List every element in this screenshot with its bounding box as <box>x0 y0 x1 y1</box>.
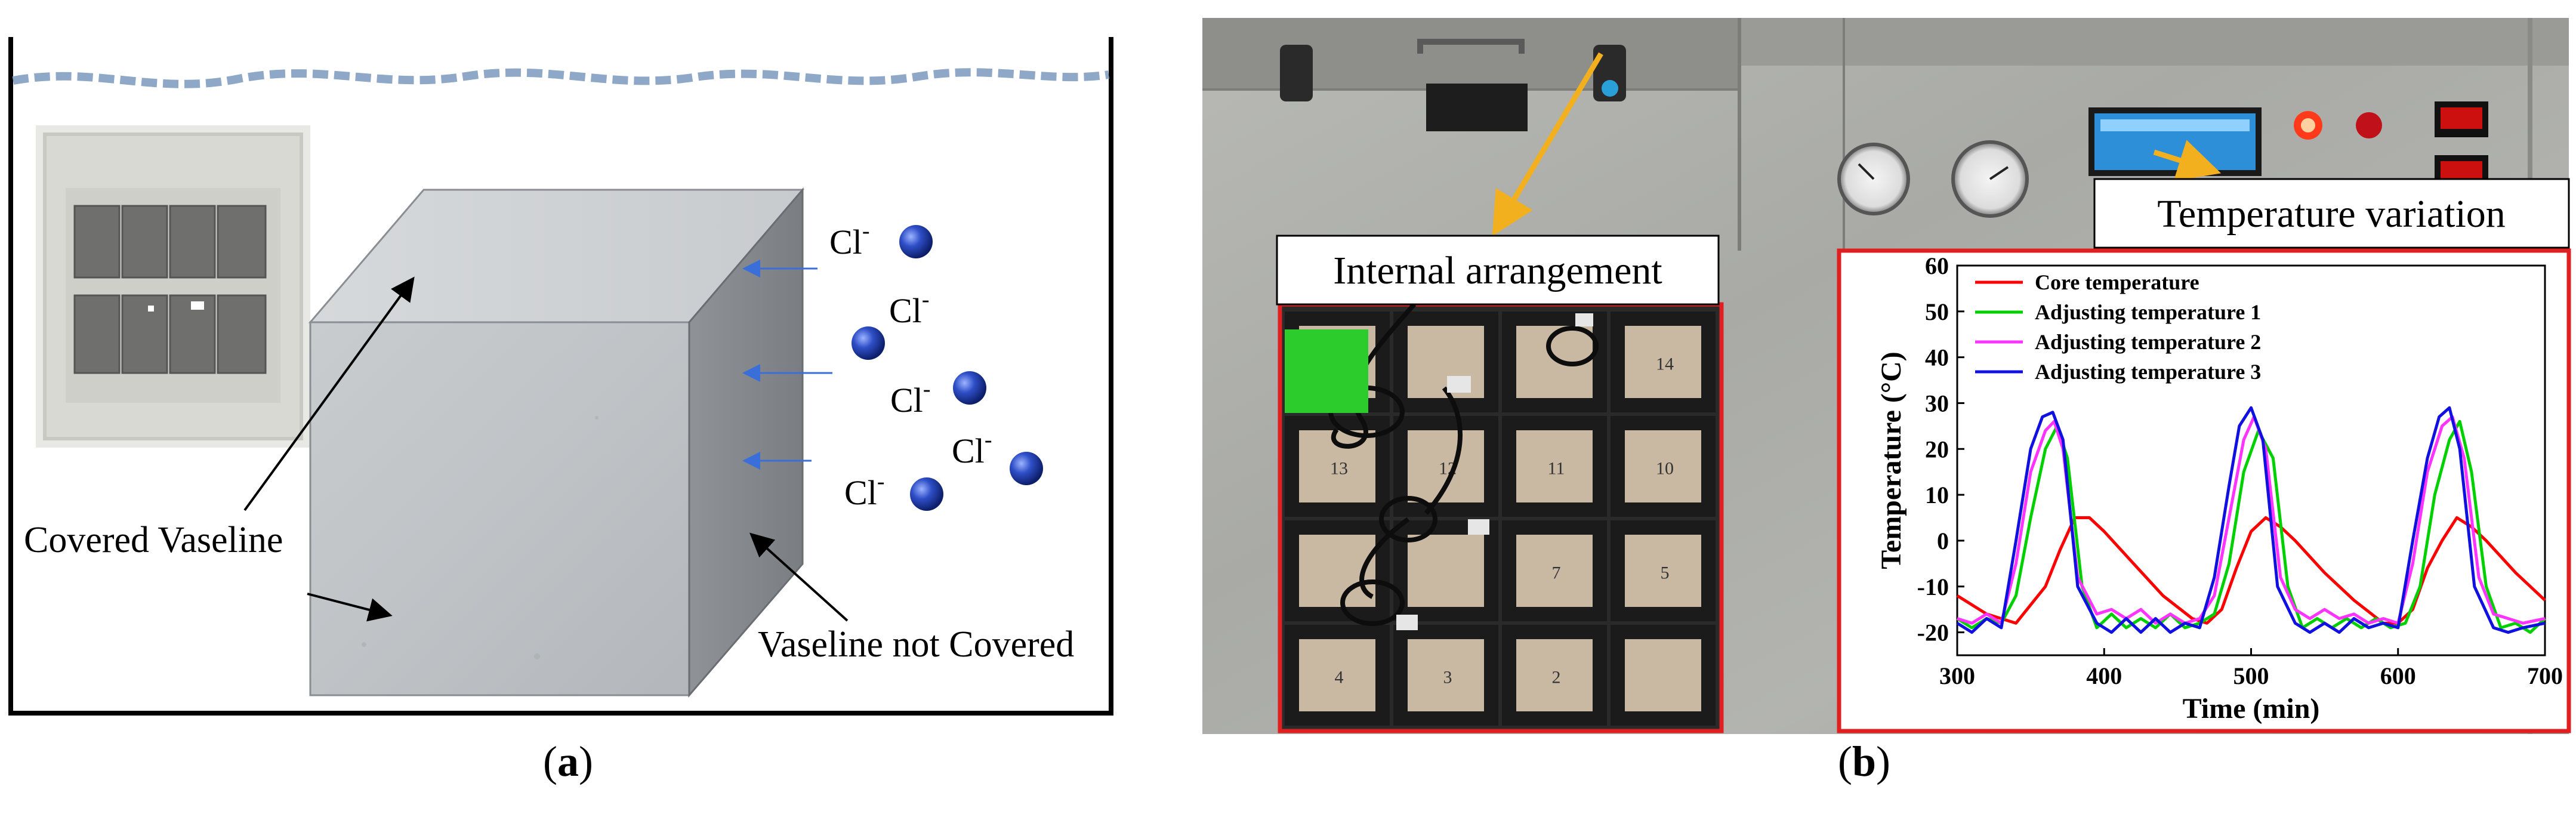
concrete-cube <box>308 187 805 698</box>
covered-arrow-bottom <box>307 593 393 622</box>
chloride-ion: Cl- <box>890 371 986 420</box>
y-tick-label: 50 <box>1925 298 1949 325</box>
y-tick-label: 60 <box>1925 252 1949 279</box>
label-temperature-variation: Temperature variation <box>2157 192 2506 236</box>
label-box-temp <box>2093 178 2570 249</box>
covered-arrow-top <box>243 276 415 511</box>
chloride-ions: Cl- Cl- Cl- Cl- Cl- <box>829 218 1043 512</box>
panel-b-figure: 16141312111075432 Internal arrangement <box>1202 18 2571 734</box>
specimen-box: 7 <box>1502 520 1607 621</box>
internal-arrangement-photo: 16141312111075432 <box>1278 302 1724 733</box>
specimen-box: 4 <box>1285 625 1390 726</box>
y-axis-label: Temperature (°C) <box>1875 352 1907 569</box>
y-tick-label: 20 <box>1925 436 1949 462</box>
series-line <box>1957 415 2546 625</box>
specimen-box: 2 <box>1502 625 1607 726</box>
y-tick-label: 10 <box>1925 482 1949 508</box>
label-internal-arrangement: Internal arrangement <box>1333 249 1662 292</box>
specimen-box: 11 <box>1502 416 1607 517</box>
specimen-number: 7 <box>1552 563 1561 583</box>
legend-label: Adjusting temperature 1 <box>2035 300 2261 324</box>
specimen-number: 4 <box>1335 668 1344 687</box>
specimen-boxes: 16141312111075432 <box>1285 312 1716 726</box>
panel-a-figure: Cl- Cl- Cl- Cl- Cl- Covered Vaseline Vas… <box>8 37 1113 716</box>
caption-a: (a) <box>543 738 593 785</box>
specimen-number: 2 <box>1552 668 1561 687</box>
legend-label: Adjusting temperature 3 <box>2035 360 2261 384</box>
pointer-arrow-screen <box>2153 140 2222 181</box>
specimen-box <box>1393 520 1498 621</box>
series-line <box>1956 420 2546 634</box>
specimen-box: 5 <box>1611 520 1716 621</box>
x-tick-label: 500 <box>2233 662 2269 689</box>
pointer-arrow-internal <box>1492 52 1603 236</box>
container <box>8 37 1113 716</box>
specimen-number: 10 <box>1656 459 1674 479</box>
panel-b: 16141312111075432 Internal arrangement <box>1187 0 2576 814</box>
y-tick-label: -10 <box>1917 574 1949 600</box>
chloride-ion: Cl- <box>852 287 929 360</box>
sensor-cables <box>1328 303 1599 626</box>
chloride-ion: Cl- <box>844 469 943 512</box>
specimen-number: 11 <box>1548 459 1565 479</box>
x-tick-label: 600 <box>2380 662 2416 689</box>
specimen-tray-photo <box>36 125 310 448</box>
chloride-ion: Cl- <box>829 218 933 261</box>
specimen-box <box>1393 312 1498 412</box>
label-box-internal <box>1276 235 1720 306</box>
chloride-ion: Cl- <box>952 427 1043 485</box>
specimen-box <box>1285 520 1390 621</box>
svg-text:Cl-: Cl- <box>890 377 930 420</box>
caption-b: (b) <box>1838 738 1891 785</box>
specimen-box: 14 <box>1611 312 1716 412</box>
svg-text:Cl-: Cl- <box>829 218 869 261</box>
svg-text:Cl-: Cl- <box>889 287 929 330</box>
specimen-box <box>1502 312 1607 412</box>
specimen-box <box>1611 625 1716 726</box>
svg-text:Cl-: Cl- <box>844 469 884 512</box>
y-tick-label: 30 <box>1925 390 1949 417</box>
chloride-flow-arrows <box>742 260 832 470</box>
specimen-box: 10 <box>1611 416 1716 517</box>
specimen-number: 14 <box>1656 354 1674 374</box>
y-tick-label: -20 <box>1917 619 1949 646</box>
label-vaseline-not-covered: Vaseline not Covered <box>758 624 1074 665</box>
x-tick-label: 400 <box>2086 662 2122 689</box>
series-line <box>1956 406 2546 634</box>
x-tick-label: 700 <box>2527 662 2563 689</box>
y-tick-label: 40 <box>1925 344 1949 371</box>
x-tick-label: 300 <box>1939 662 1975 689</box>
y-tick-label: 0 <box>1937 528 1949 554</box>
panel-a: Cl- Cl- Cl- Cl- Cl- Covered Vaseline Vas… <box>0 0 1134 814</box>
specimen-box: 3 <box>1393 625 1498 726</box>
label-covered-vaseline: Covered Vaseline <box>24 520 283 560</box>
svg-text:Cl-: Cl- <box>952 427 992 470</box>
specimen-number: 3 <box>1443 668 1452 687</box>
specimen-box: 12 <box>1393 416 1498 517</box>
legend-label: Core temperature <box>2035 270 2199 294</box>
legend-label: Adjusting temperature 2 <box>2035 330 2261 354</box>
not-covered-arrow <box>749 532 849 622</box>
specimen-number: 13 <box>1330 459 1348 479</box>
water-surface <box>12 68 1110 88</box>
specimen-number: 5 <box>1661 563 1670 583</box>
x-axis-label: Time (min) <box>2183 693 2320 724</box>
